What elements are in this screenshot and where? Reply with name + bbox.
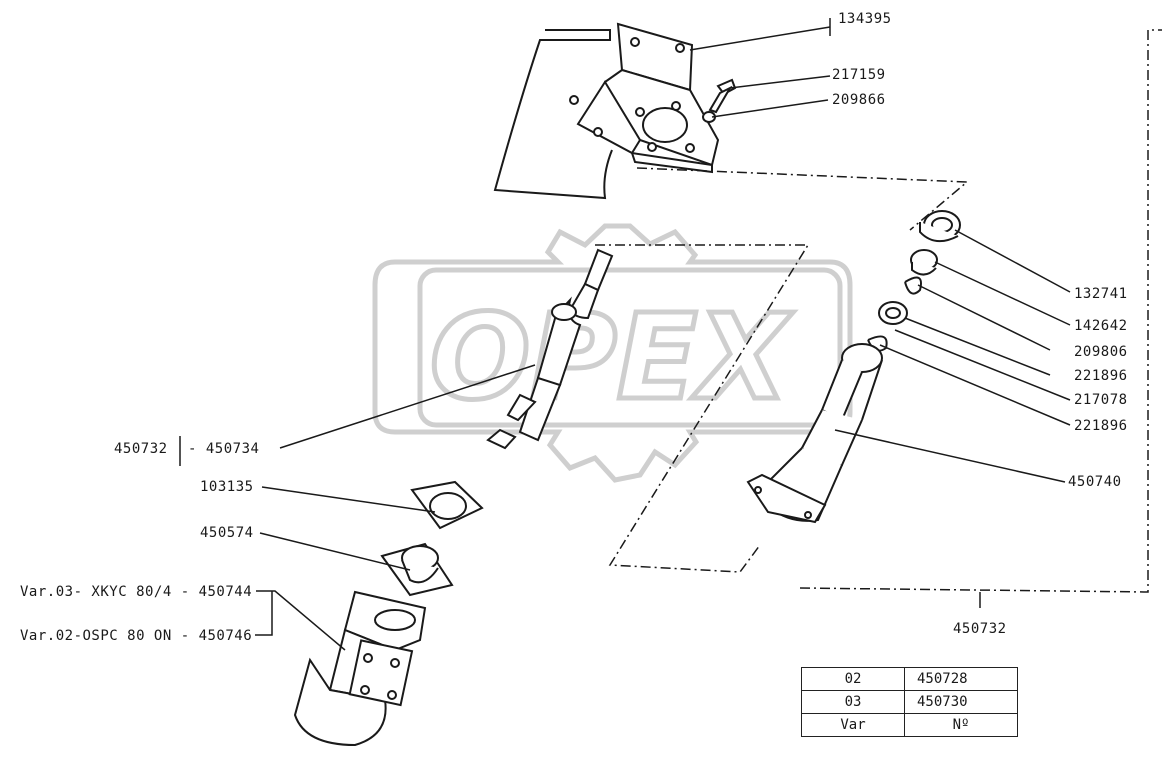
table-header-number: Nº (904, 713, 1018, 737)
label-103135: 103135 (200, 479, 254, 495)
label-variant-02: Var.02-OSPC 80 ON - 450746 (20, 628, 253, 644)
steering-shaft (486, 248, 614, 450)
label-209806: 209806 (1074, 344, 1128, 360)
table-header-var: Var (801, 713, 905, 737)
variant-table: 02 450728 03 450730 Var Nº (801, 667, 1018, 737)
label-450734: - 450734 (188, 441, 260, 457)
table-cell-var: 02 (801, 667, 905, 691)
table-row: 03 450730 (801, 690, 1018, 714)
steering-unit (293, 590, 427, 747)
table-cell-var: 03 (801, 690, 905, 714)
label-134395: 134395 (838, 11, 892, 27)
label-217159: 217159 (832, 67, 886, 83)
label-142642: 142642 (1074, 318, 1128, 334)
table-header-row: Var Nº (801, 713, 1018, 737)
label-221896-a: 221896 (1074, 368, 1128, 384)
label-132741: 132741 (1074, 286, 1128, 302)
label-variant-03: Var.03- XKYC 80/4 - 450744 (20, 584, 253, 600)
table-cell-number: 450728 (904, 667, 1018, 691)
table-row: 02 450728 (801, 667, 1018, 691)
label-450732-column: 450732 (953, 621, 1007, 637)
opex-watermark (372, 223, 853, 483)
gasket (410, 480, 484, 530)
flange (380, 542, 454, 597)
label-450574: 450574 (200, 525, 254, 541)
watermark-inner-rect (417, 267, 843, 428)
column-assembly (746, 210, 961, 524)
label-450740: 450740 (1068, 474, 1122, 490)
leader-lines (179, 18, 1162, 651)
watermark-text: OPEX (430, 288, 793, 426)
label-221896-b: 221896 (1074, 418, 1128, 434)
label-450732-shaft-group: 450732 (114, 441, 168, 457)
label-217078: 217078 (1074, 392, 1128, 408)
dashboard-panel (493, 29, 613, 200)
table-cell-number: 450730 (904, 690, 1018, 714)
watermark-gear-outline (372, 223, 853, 483)
label-209866: 209866 (832, 92, 886, 108)
mounting-bracket (493, 22, 720, 200)
